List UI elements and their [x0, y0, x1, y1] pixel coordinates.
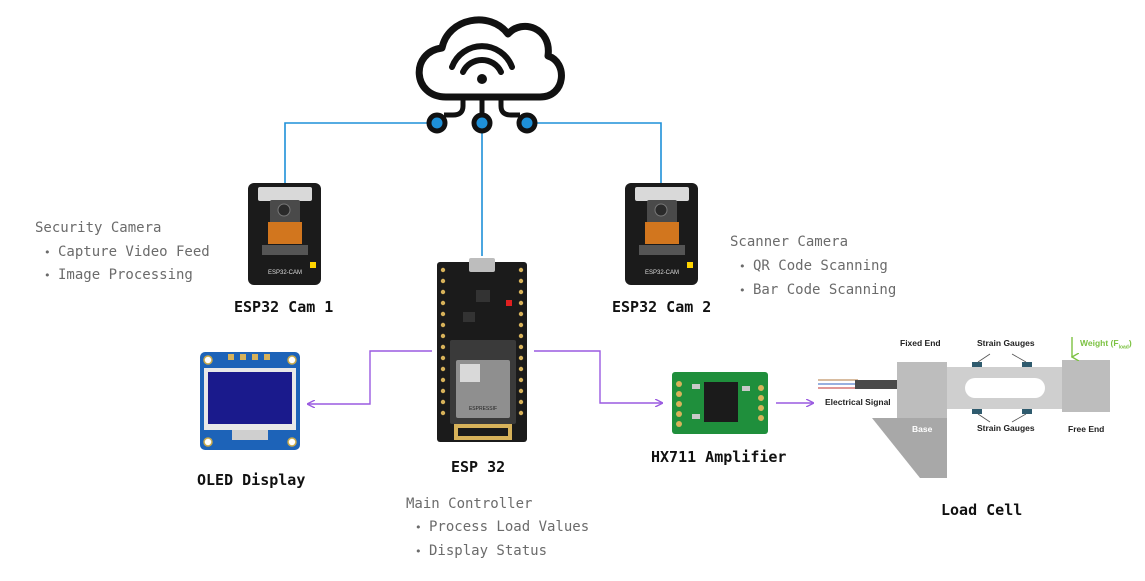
cam2-board-label: ESP32-CAM [645, 270, 679, 276]
esp32-bullet-1: Process Load Values [415, 519, 589, 535]
cloud-links [284, 122, 662, 256]
free-end-label: Free End [1068, 424, 1105, 434]
base-label: Base [912, 424, 933, 434]
esp32-cam1-board: ESP32-CAM [248, 183, 321, 285]
esp32-chip-label: ESPRESSIF [469, 406, 497, 412]
electrical-signal-label: Electrical Signal [825, 397, 891, 407]
hx711-module [672, 372, 768, 434]
link-esp32-oled [308, 350, 432, 404]
fixed-end-label: Fixed End [900, 338, 941, 348]
esp32-bullet-2: Display Status [415, 543, 547, 559]
cloud-link-cam1 [284, 122, 437, 183]
load-cell-diagram [818, 337, 1110, 478]
cam2-title: ESP32 Cam 2 [612, 298, 712, 316]
cloud-link-cam2 [527, 122, 662, 183]
esp32-cam2-board: ESP32-CAM [625, 183, 698, 285]
cloud-wifi-icon [415, 16, 565, 134]
weight-label: Weight (Fload) [1080, 338, 1132, 351]
data-links [308, 350, 813, 404]
hx711-title: HX711 Amplifier [651, 448, 787, 466]
link-esp32-hx711 [534, 350, 662, 403]
esp32-title: ESP 32 [451, 458, 506, 476]
oled-module [200, 352, 300, 450]
cam2-bullet-1: QR Code Scanning [739, 258, 888, 274]
cam1-bullet-1: Capture Video Feed [44, 244, 210, 260]
oled-title: OLED Display [197, 471, 306, 489]
cam2-bullet-2: Bar Code Scanning [739, 282, 896, 298]
cam1-board-label: ESP32-CAM [268, 270, 302, 276]
esp32-heading: Main Controller [406, 496, 533, 512]
cam1-heading: Security Camera [35, 220, 162, 236]
strain-gauges-bottom-label: Strain Gauges [977, 423, 1035, 433]
cam1-bullet-2: Image Processing [44, 267, 193, 283]
load-cell-title: Load Cell [941, 501, 1023, 519]
cam1-title: ESP32 Cam 1 [234, 298, 334, 316]
esp32-board: ESPRESSIF [437, 258, 527, 442]
strain-gauges-top-label: Strain Gauges [977, 338, 1035, 348]
cam2-heading: Scanner Camera [730, 234, 849, 250]
